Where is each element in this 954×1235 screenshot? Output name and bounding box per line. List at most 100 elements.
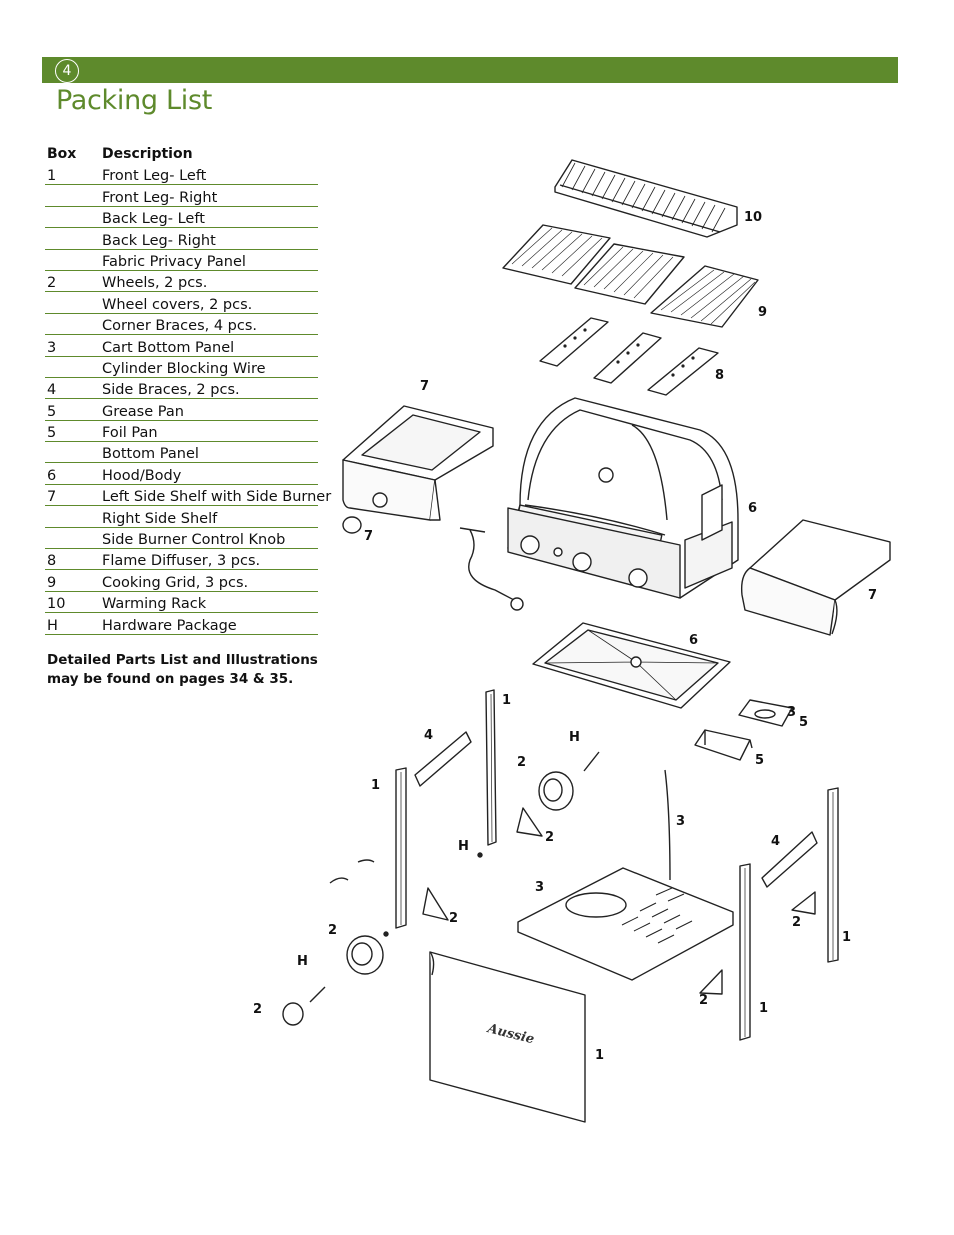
page-title: Packing List (56, 85, 213, 116)
grease-pan-part (694, 699, 793, 761)
row-box-number: H (47, 617, 58, 634)
label-side-brace-left: 4 (424, 728, 433, 743)
table-row: Corner Braces, 4 pcs. (45, 314, 318, 336)
flame-diffuser-part (539, 317, 719, 396)
page-number-badge: 4 (55, 59, 79, 83)
label-corner-brace-a: 2 (545, 830, 554, 845)
bottom-panel-part (532, 622, 731, 709)
row-box-number: 5 (47, 403, 57, 420)
label-wheel-top: 2 (517, 755, 526, 770)
column-header-description: Description (102, 146, 193, 162)
label-hardware-c: H (297, 954, 308, 969)
label-left-shelf: 7 (420, 379, 429, 394)
table-row: Wheel covers, 2 pcs. (45, 292, 318, 314)
label-leg-center: 1 (502, 693, 511, 708)
left-side-shelf-part (342, 405, 494, 521)
row-description: Left Side Shelf with Side Burner (102, 489, 332, 506)
row-description: Right Side Shelf (102, 510, 218, 527)
row-description: Side Braces, 2 pcs. (102, 382, 240, 399)
column-header-box: Box (47, 146, 77, 162)
row-description: Cooking Grid, 3 pcs. (102, 574, 249, 591)
row-description: Wheels, 2 pcs. (102, 275, 208, 292)
row-box-number: 6 (47, 467, 57, 484)
table-row: Front Leg- Right (45, 185, 318, 207)
row-description: Bottom Panel (102, 446, 199, 463)
row-description: Hood/Body (102, 467, 182, 484)
row-description: Back Leg- Right (102, 232, 216, 249)
table-row: Fabric Privacy Panel (45, 250, 318, 271)
label-foil-pan: 3 (787, 705, 796, 720)
label-cylinder-wire: 3 (676, 814, 685, 829)
row-description: Front Leg- Right (102, 189, 218, 206)
label-corner-brace-b: 2 (449, 911, 458, 926)
wheels-part (282, 771, 574, 1026)
table-row: 4 Side Braces, 2 pcs. (45, 378, 318, 400)
row-box-number: 4 (47, 382, 57, 399)
table-row: 2 Wheels, 2 pcs. (45, 271, 318, 293)
row-box-number: 3 (47, 339, 57, 356)
table-row: Back Leg- Right (45, 228, 318, 250)
row-description: Hardware Package (102, 617, 237, 634)
row-box-number: 10 (47, 596, 66, 613)
table-row: Bottom Panel (45, 442, 318, 464)
row-box-number: 1 (47, 168, 57, 185)
label-leg-front-right: 1 (759, 1001, 768, 1016)
row-description: Cylinder Blocking Wire (102, 360, 266, 377)
row-description: Corner Braces, 4 pcs. (102, 318, 258, 335)
table-row: 8 Flame Diffuser, 3 pcs. (45, 549, 318, 571)
row-box-number: 8 (47, 553, 57, 570)
label-grease-pan-a: 5 (799, 715, 808, 730)
table-row: Side Burner Control Knob (45, 528, 318, 550)
table-row: 1 Front Leg- Left (45, 164, 318, 186)
row-box-number: 7 (47, 489, 57, 506)
table-row: H Hardware Package (45, 613, 318, 635)
label-warming-rack: 10 (744, 210, 762, 225)
table-row: 5 Foil Pan (45, 421, 318, 443)
label-right-shelf: 7 (868, 588, 877, 603)
row-box-number: 9 (47, 574, 57, 591)
label-grease-pan-b: 5 (755, 753, 764, 768)
label-leg-back-right: 1 (842, 930, 851, 945)
row-description: Warming Rack (102, 596, 207, 613)
row-description: Flame Diffuser, 3 pcs. (102, 553, 261, 570)
parts-note-line-2: may be found on pages 34 & 35. (47, 671, 294, 687)
row-description: Back Leg- Left (102, 211, 205, 228)
row-box-number: 2 (47, 275, 57, 292)
privacy-panel-part (429, 951, 586, 1123)
label-corner-brace-d: 2 (792, 915, 801, 930)
label-hardware-b: H (458, 839, 469, 854)
label-privacy-panel: 1 (595, 1048, 604, 1063)
row-description: Foil Pan (102, 425, 158, 442)
label-side-brace-right: 4 (771, 834, 780, 849)
row-description: Wheel covers, 2 pcs. (102, 296, 253, 313)
table-row: 10 Warming Rack (45, 592, 318, 614)
row-description: Fabric Privacy Panel (102, 253, 246, 270)
parts-note-line-1: Detailed Parts List and Illustrations (47, 652, 318, 668)
cooking-grid-part (502, 224, 759, 328)
label-bottom-panel: 6 (689, 633, 698, 648)
table-row: 5 Grease Pan (45, 399, 318, 421)
parts-note: Detailed Parts List and Illustrations ma… (47, 651, 347, 689)
right-side-shelf-part (740, 519, 891, 636)
regulator-hose-part (459, 527, 524, 611)
label-flame-diffuser: 8 (715, 368, 724, 383)
side-braces-part (414, 731, 818, 888)
row-description: Grease Pan (102, 403, 184, 420)
row-box-number: 5 (47, 425, 57, 442)
table-row: Back Leg- Left (45, 207, 318, 229)
hardware-part (309, 751, 600, 1003)
table-row: Right Side Shelf (45, 506, 318, 528)
label-leg-front-left: 1 (371, 778, 380, 793)
table-row: 7 Left Side Shelf with Side Burner (45, 485, 331, 507)
side-burner-knob-part (342, 516, 362, 534)
row-description: Side Burner Control Knob (102, 532, 286, 549)
row-description: Front Leg- Left (102, 168, 207, 185)
table-row: Cylinder Blocking Wire (45, 357, 318, 378)
label-hood-body: 6 (748, 501, 757, 516)
hood-body-part (507, 397, 739, 599)
cart-legs-part (395, 689, 839, 1041)
label-knob: 7 (364, 529, 373, 544)
